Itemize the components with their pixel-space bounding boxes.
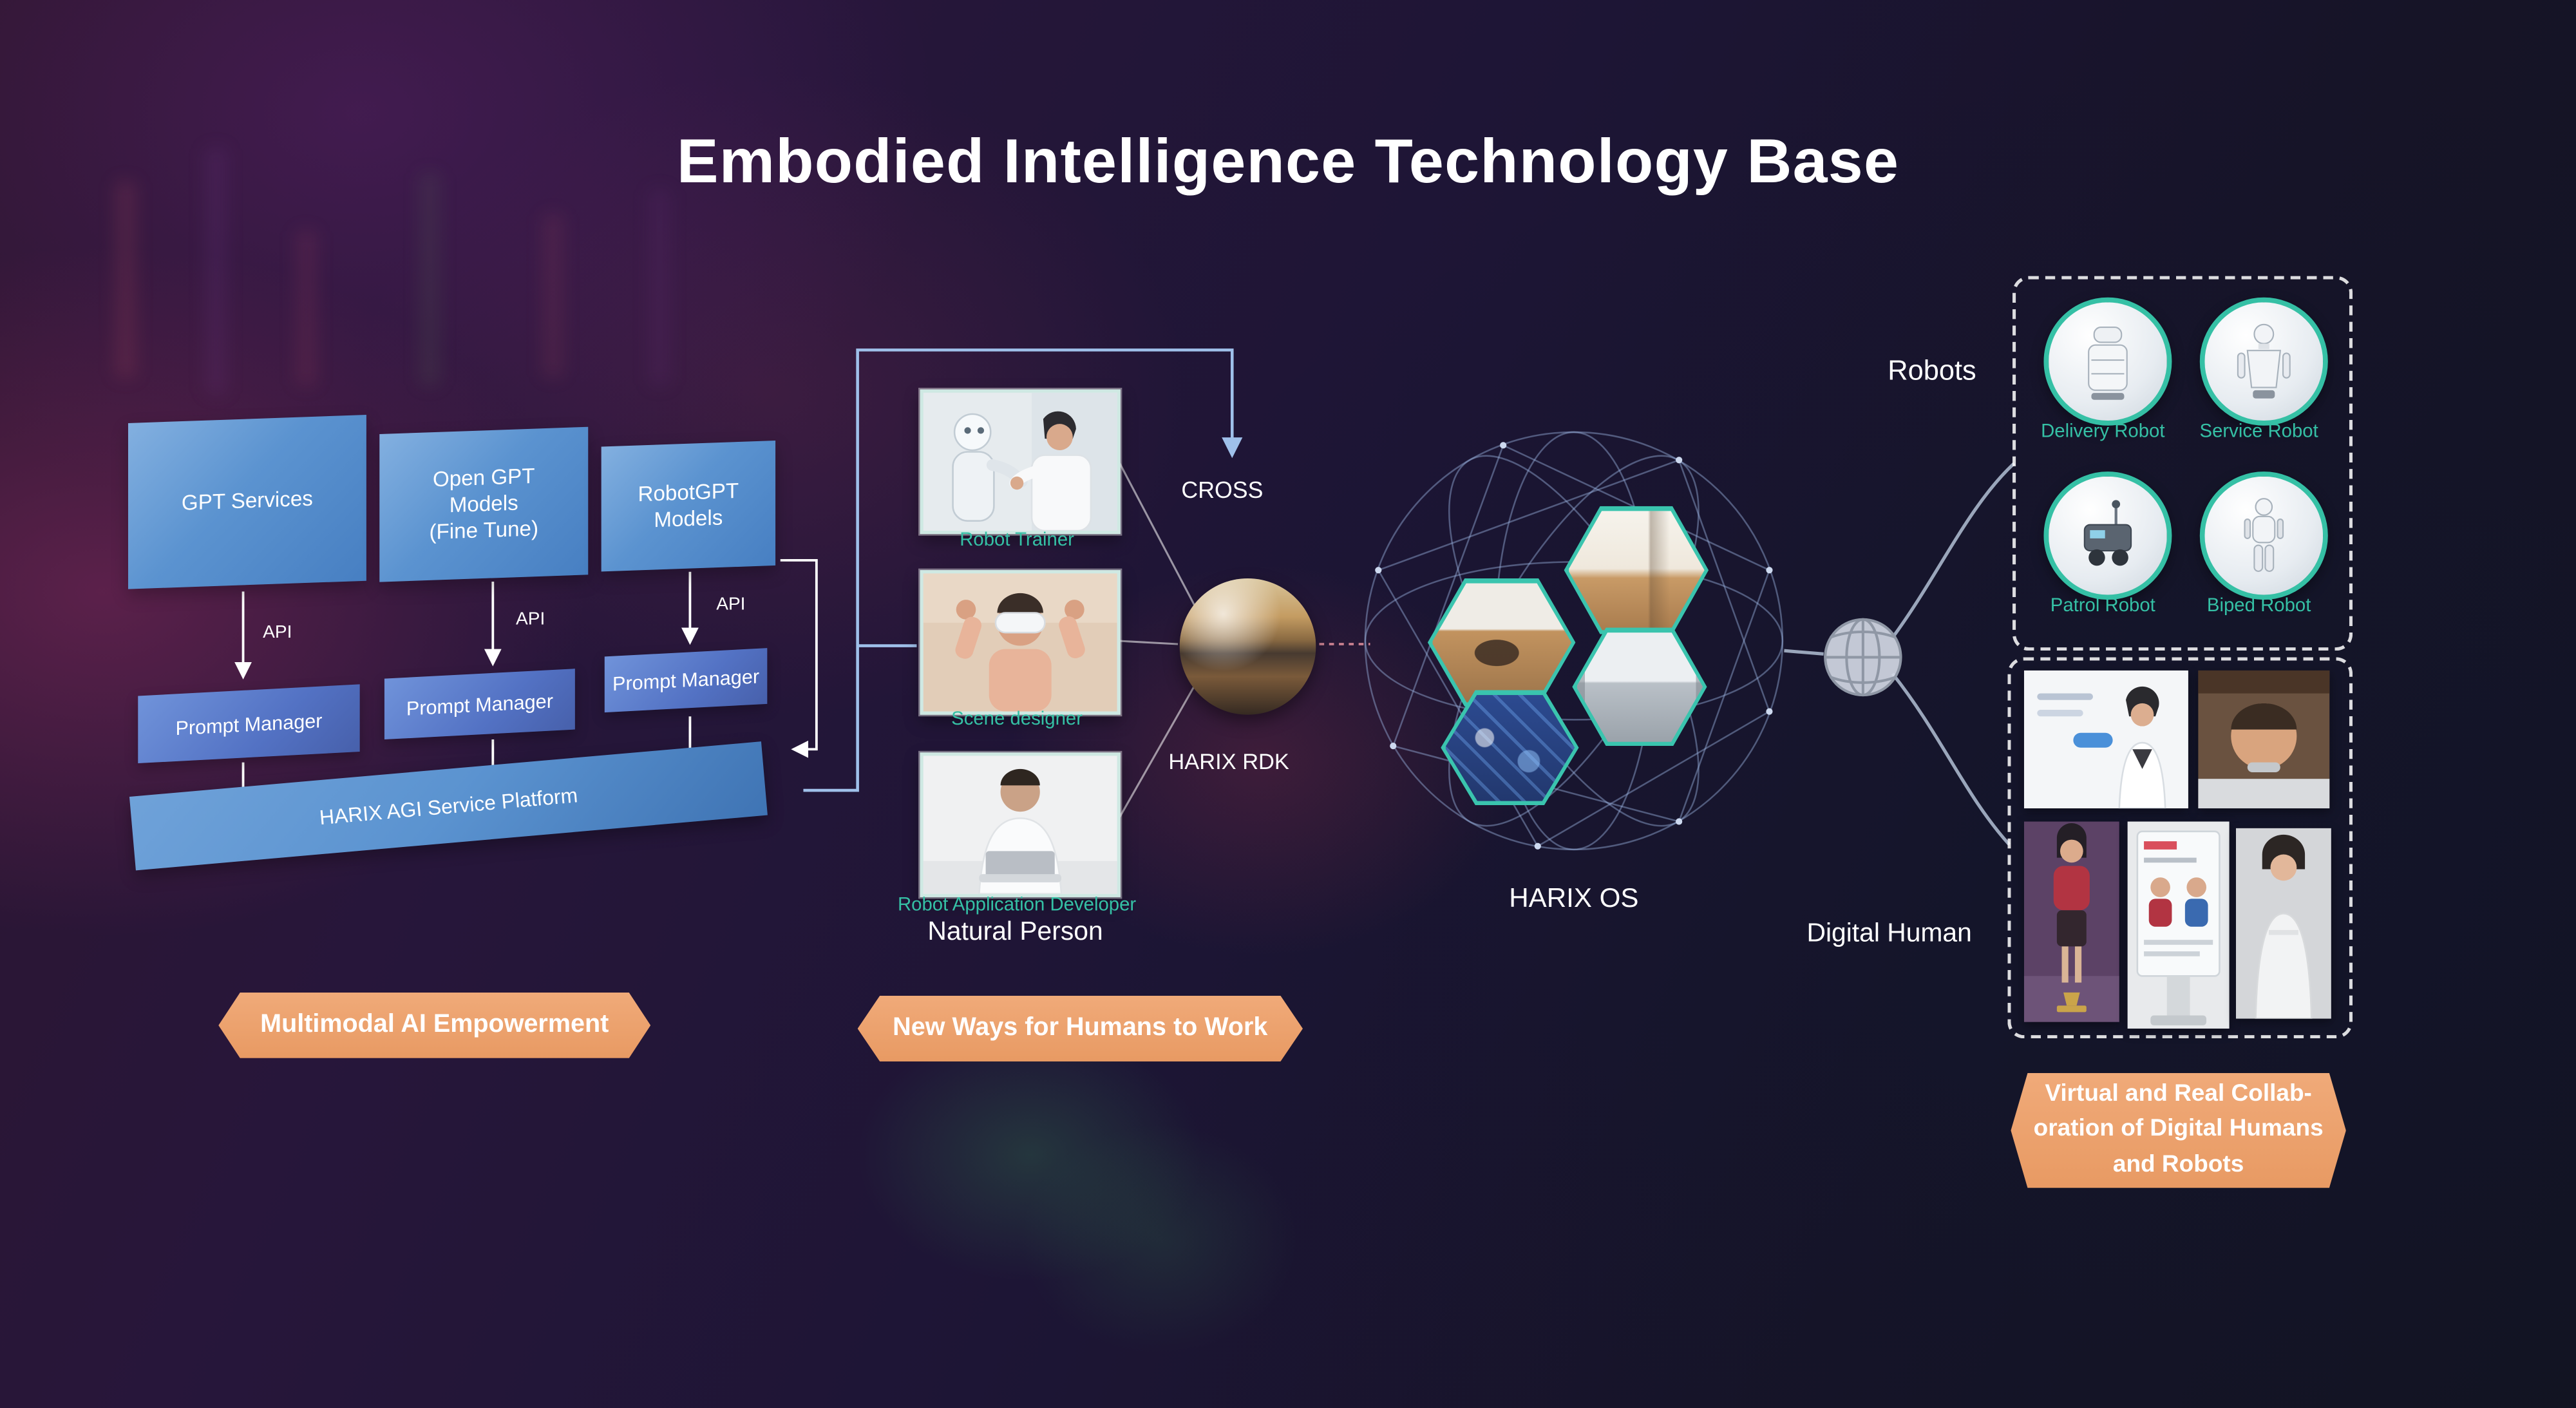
banner-label: Virtual and Real Collab- oration of Digi… — [2033, 1081, 2324, 1177]
model-box-label: Open GPT Models (Fine Tune) — [429, 462, 539, 545]
model-box-robotgpt: RobotGPT Models — [601, 441, 776, 572]
delivery-robot-image — [2043, 297, 2172, 426]
api-label-1: API — [263, 622, 292, 643]
background-bar — [649, 189, 670, 386]
background-bar — [419, 172, 440, 386]
prompt-manager-box-2: Prompt Manager — [384, 669, 575, 740]
patrol-robot-image — [2043, 471, 2172, 600]
background-bar — [205, 147, 227, 395]
label-robot-app-developer: Robot Application Developer — [897, 895, 1137, 915]
digital-human-group-box — [2007, 657, 2353, 1039]
delivery-robot-icon — [2088, 327, 2128, 400]
banner-new-ways: New Ways for Humans to Work — [857, 995, 1303, 1061]
scene-designer-photo — [923, 573, 1117, 712]
prompt-manager-label: Prompt Manager — [612, 665, 760, 696]
prompt-manager-label: Prompt Manager — [175, 708, 323, 739]
digital-human-presenter-screen — [2023, 670, 2188, 809]
service-robot-image — [2199, 297, 2328, 426]
digital-human-hostess — [2023, 821, 2119, 1022]
patrol-robot-icon — [2083, 500, 2132, 566]
harix-os-label: HARIX OS — [1509, 884, 1639, 914]
background-bar — [296, 230, 317, 386]
photo-robot-trainer — [920, 389, 1121, 535]
os-scene-image — [1567, 510, 1705, 631]
model-box-open-gpt: Open GPT Models (Fine Tune) — [379, 426, 589, 582]
model-box-label: GPT Services — [181, 486, 313, 516]
digital-human-child-image — [2235, 828, 2331, 1019]
banner-multimodal-ai: Multimodal AI Empowerment — [218, 992, 651, 1058]
digital-human-face-screen — [2198, 670, 2330, 809]
banner-virtual-real-collaboration: Virtual and Real Collab- oration of Digi… — [2011, 1072, 2346, 1188]
robots-group-box — [2012, 276, 2353, 651]
api-arrows — [234, 558, 818, 811]
prompt-manager-box-3: Prompt Manager — [604, 648, 768, 713]
digital-human-child — [2235, 828, 2331, 1019]
harix-rdk-label: HARIX RDK — [1168, 749, 1289, 774]
os-scene-image — [1444, 694, 1575, 801]
digital-human-group-label: Digital Human — [1806, 920, 1972, 948]
prompt-manager-box-1: Prompt Manager — [138, 684, 360, 764]
os-scene-hex-2 — [1427, 578, 1576, 707]
service-robot-icon — [2237, 323, 2291, 399]
os-to-endpoints-curves — [1784, 462, 2016, 846]
background-bar — [115, 180, 137, 378]
digital-human-presenter-image — [2023, 670, 2188, 809]
digital-human-kiosk — [2127, 821, 2230, 1029]
digital-human-kiosk-image — [2127, 821, 2230, 1029]
api-label-2: API — [516, 609, 545, 630]
cross-loop-line — [803, 348, 1243, 792]
platform-label: HARIX AGI Service Platform — [318, 783, 579, 829]
sphere-nodes — [1375, 442, 1773, 850]
model-box-label: RobotGPT Models — [638, 477, 739, 532]
robot-app-developer-photo — [923, 756, 1117, 894]
photo-scene-designer — [920, 570, 1121, 715]
background-bar — [542, 213, 564, 378]
robots-group-label: Robots — [1888, 355, 1976, 386]
os-scene-image — [1432, 582, 1572, 703]
delivery-robot-label: Delivery Robot — [2041, 422, 2165, 442]
label-robot-trainer: Robot Trainer — [960, 530, 1074, 551]
cross-label: CROSS — [1181, 476, 1264, 503]
digital-human-face-image — [2198, 670, 2330, 809]
label-scene-designer: Scene designer — [951, 710, 1083, 730]
globe-icon — [1824, 618, 1902, 697]
biped-robot-label: Biped Robot — [2206, 596, 2311, 616]
page-title: Embodied Intelligence Technology Base — [676, 128, 1900, 198]
prompt-manager-label: Prompt Manager — [406, 689, 553, 719]
banner-label: New Ways for Humans to Work — [893, 1013, 1268, 1042]
natural-person-label: Natural Person — [927, 918, 1103, 947]
biped-robot-icon — [2244, 498, 2284, 572]
photo-robot-app-developer — [920, 752, 1121, 897]
biped-robot-image — [2199, 471, 2328, 600]
os-scene-image — [1576, 631, 1703, 742]
banner-label: Multimodal AI Empowerment — [260, 1010, 609, 1039]
model-box-gpt-services: GPT Services — [128, 415, 366, 589]
api-label-3: API — [716, 595, 746, 615]
digital-human-hostess-image — [2023, 821, 2119, 1022]
patrol-robot-label: Patrol Robot — [2050, 596, 2155, 616]
service-robot-label: Service Robot — [2199, 422, 2318, 442]
card-to-globe-lines — [1116, 458, 1199, 823]
cross-globe-image — [1179, 578, 1316, 715]
robot-trainer-photo — [923, 392, 1117, 531]
